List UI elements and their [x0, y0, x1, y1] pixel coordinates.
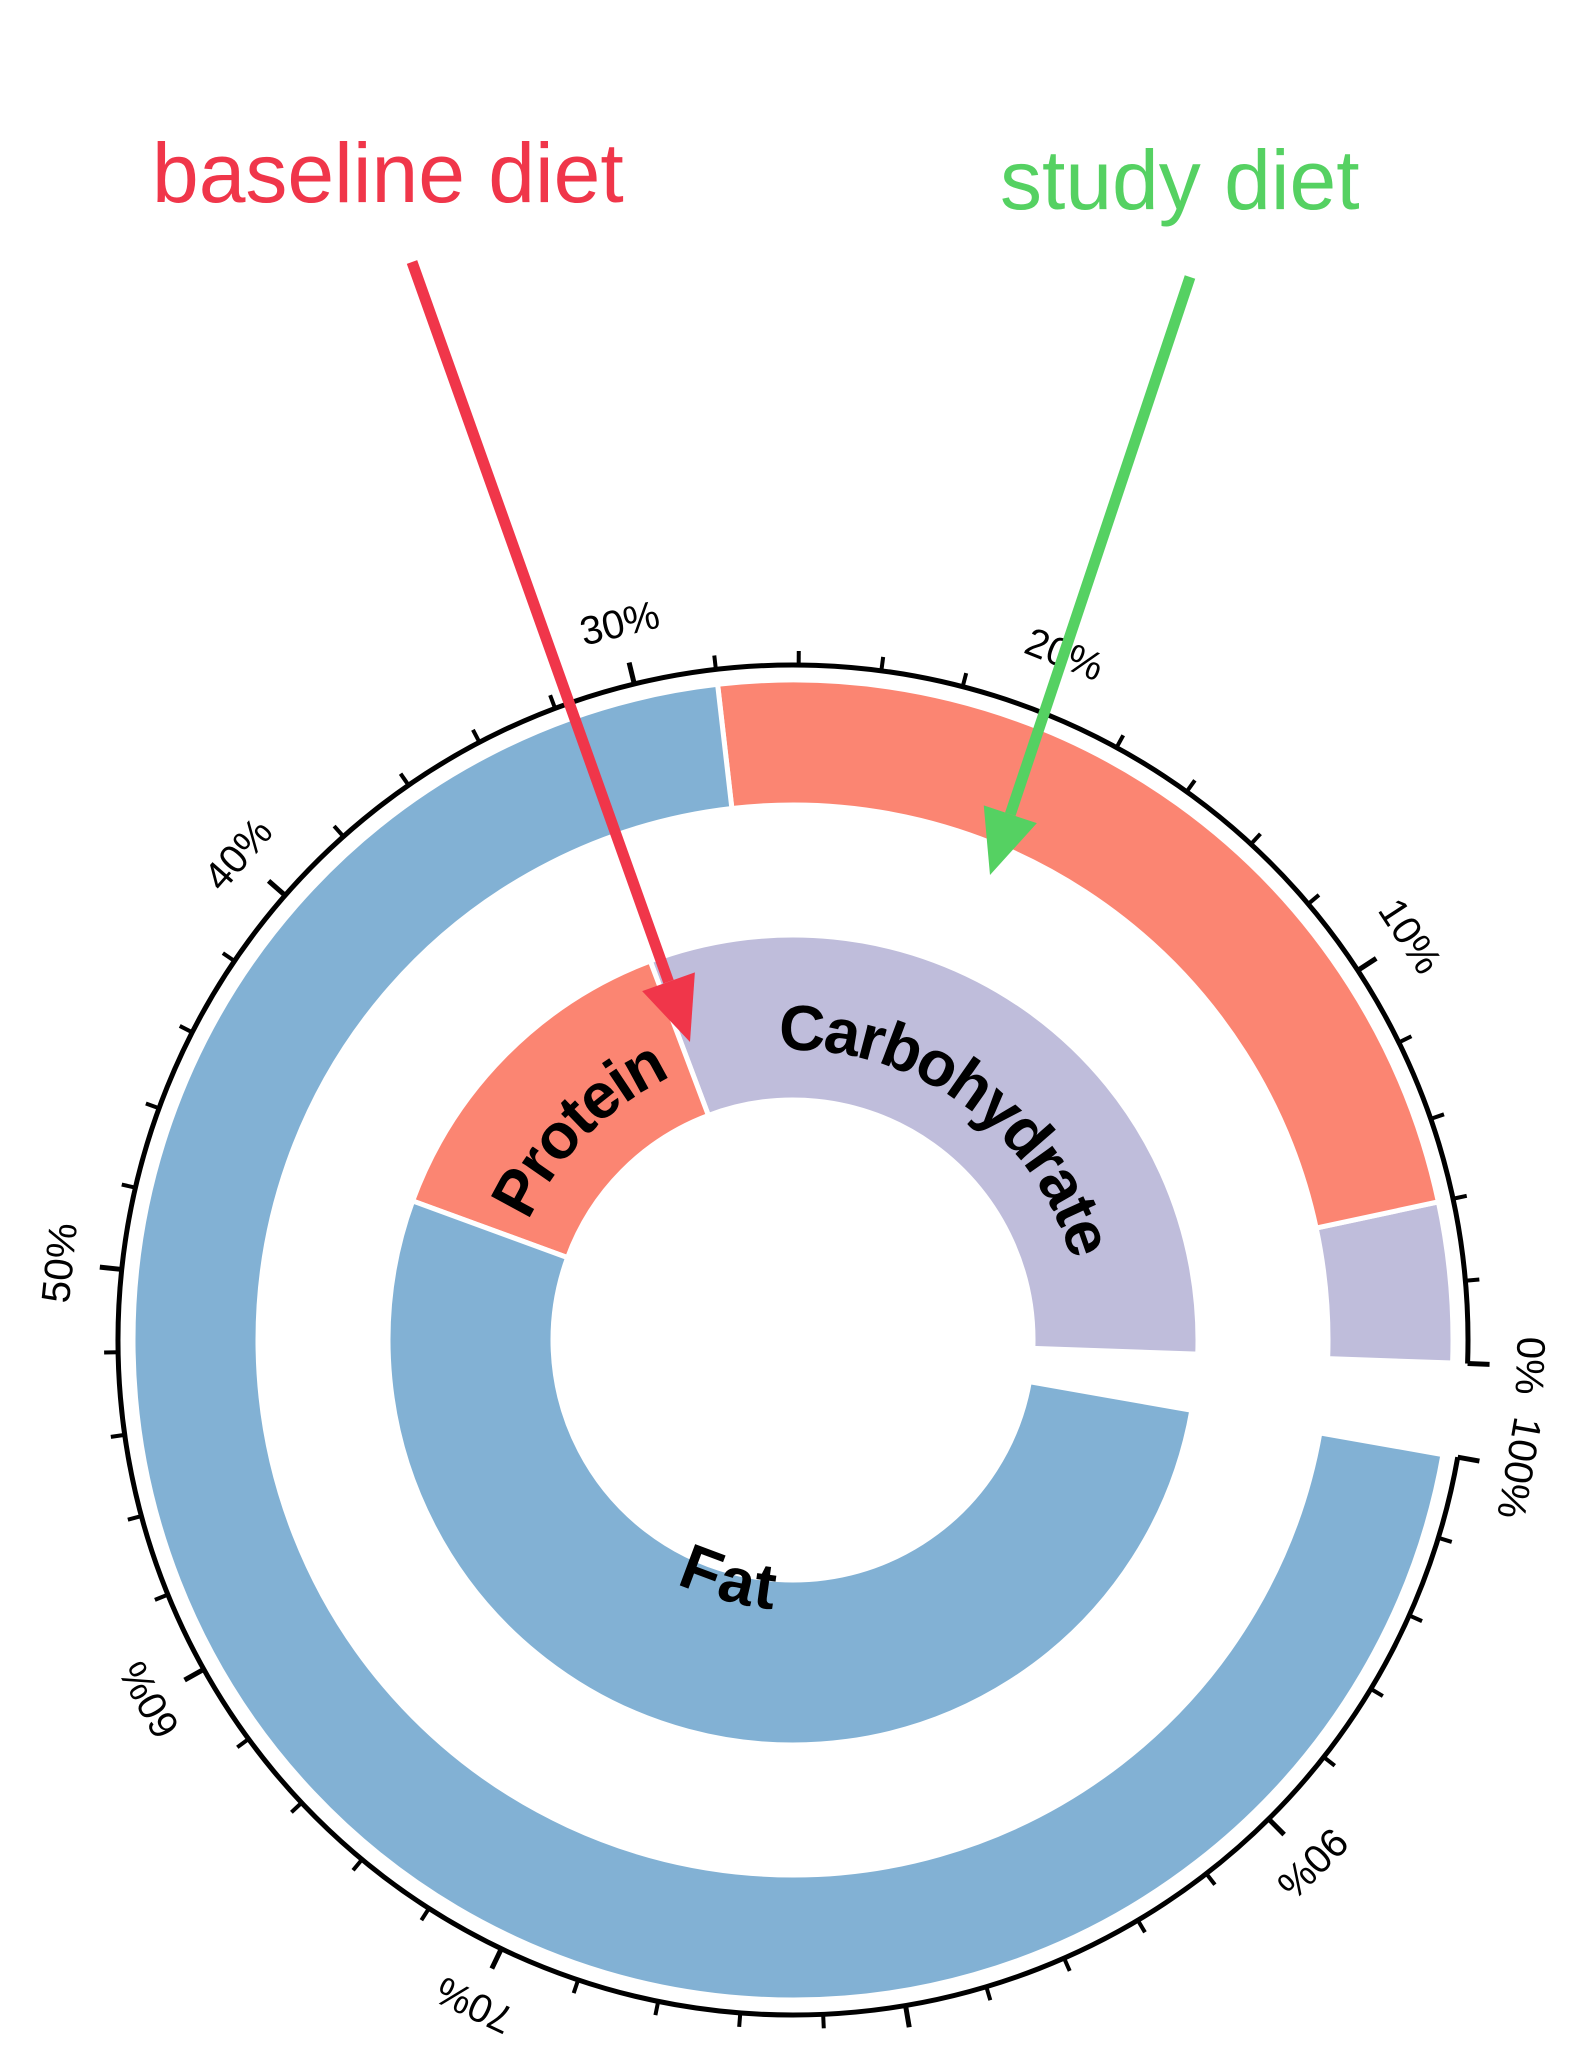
axis-minor-tick	[221, 951, 236, 963]
axis-minor-tick	[290, 1801, 303, 1814]
baseline-diet-arrow	[406, 260, 695, 1042]
axis-minor-tick	[1136, 1919, 1147, 1934]
axis-minor-tick	[154, 1592, 169, 1602]
axis-tick-label: 40%	[196, 810, 282, 899]
axis-minor-tick	[127, 1514, 142, 1522]
axis-major-tick	[903, 2005, 912, 2028]
study-diet-annotation: study diet	[1000, 133, 1360, 227]
axis-minor-tick	[984, 1986, 993, 2001]
axis-minor-tick	[236, 1737, 250, 1749]
axis-tick-label: 100%	[1488, 1414, 1549, 1522]
axis-major-tick	[1457, 1454, 1480, 1464]
axis-minor-tick	[178, 1024, 194, 1035]
axis-tick-label: 60%	[111, 1654, 188, 1745]
axis-major-tick	[1356, 956, 1378, 973]
axis-minor-tick	[548, 694, 557, 710]
axis-minor-tick	[879, 656, 886, 672]
axis-minor-tick	[1437, 1535, 1453, 1544]
inner-ring-baseline-diet	[385, 932, 1201, 1748]
axis-major-tick	[1467, 1361, 1490, 1367]
axis-tick-label: 0%	[1507, 1336, 1553, 1395]
axis-minor-tick	[1430, 1112, 1445, 1121]
axis-minor-tick	[653, 2001, 661, 2016]
axis-minor-tick	[419, 1907, 431, 1922]
axis-minor-tick	[1062, 1957, 1072, 1972]
axis-minor-tick	[571, 1979, 581, 1994]
axis-minor-tick	[1306, 893, 1321, 906]
axis-minor-tick	[471, 728, 482, 744]
axis-arc	[115, 662, 1471, 2018]
axis-tick-label: 70%	[429, 1968, 520, 2042]
axis-tick-label: 30%	[576, 593, 664, 655]
axis-minor-tick	[332, 824, 345, 838]
percent-axis: 0%10%20%30%40%50%60%70%80%90%100%	[34, 593, 1553, 2048]
axis-minor-tick	[1204, 1872, 1217, 1886]
axis-minor-tick	[1114, 734, 1125, 749]
inner-slice-fat	[385, 1197, 1195, 1748]
axis-major-tick	[1266, 1817, 1286, 1837]
axis-tick-label: 10%	[1369, 891, 1450, 982]
outer-slice-fat	[130, 681, 1446, 2003]
annotation-arrows	[406, 260, 1196, 1042]
axis-minor-tick	[821, 2014, 826, 2029]
axis-minor-tick	[1452, 1193, 1468, 1201]
axis-minor-tick	[110, 1432, 125, 1439]
baseline-diet-annotation: baseline diet	[152, 126, 624, 220]
axis-minor-tick	[398, 772, 411, 787]
axis-minor-tick	[1465, 1277, 1480, 1283]
outer-slice-protein	[714, 677, 1442, 1232]
axis-tick-label: 80%	[873, 2038, 959, 2048]
axis-minor-tick	[737, 2012, 743, 2028]
axis-major-tick	[99, 1264, 122, 1272]
axis-minor-tick	[1397, 1034, 1413, 1045]
axis-minor-tick	[1322, 1755, 1336, 1768]
axis-tick-label: 50%	[34, 1221, 86, 1305]
axis-minor-tick	[960, 672, 969, 688]
axis-minor-tick	[1249, 832, 1262, 846]
axis-minor-tick	[1185, 779, 1197, 793]
study-diet-arrow	[983, 275, 1196, 875]
axis-major-tick	[489, 1947, 504, 1970]
axis-minor-tick	[351, 1858, 364, 1872]
inner-slice-protein	[409, 957, 712, 1261]
axis-major-tick	[266, 879, 287, 898]
inner-slice-carbohydrate	[647, 932, 1201, 1357]
axis-minor-tick	[712, 655, 718, 670]
axis-minor-tick	[145, 1101, 160, 1111]
axis-major-tick	[626, 661, 637, 685]
axis-minor-tick	[121, 1182, 136, 1190]
axis-minor-tick	[1369, 1687, 1384, 1698]
axis-major-tick	[183, 1667, 205, 1683]
axis-minor-tick	[1408, 1613, 1423, 1623]
outer-ring-study-diet	[130, 677, 1456, 2003]
